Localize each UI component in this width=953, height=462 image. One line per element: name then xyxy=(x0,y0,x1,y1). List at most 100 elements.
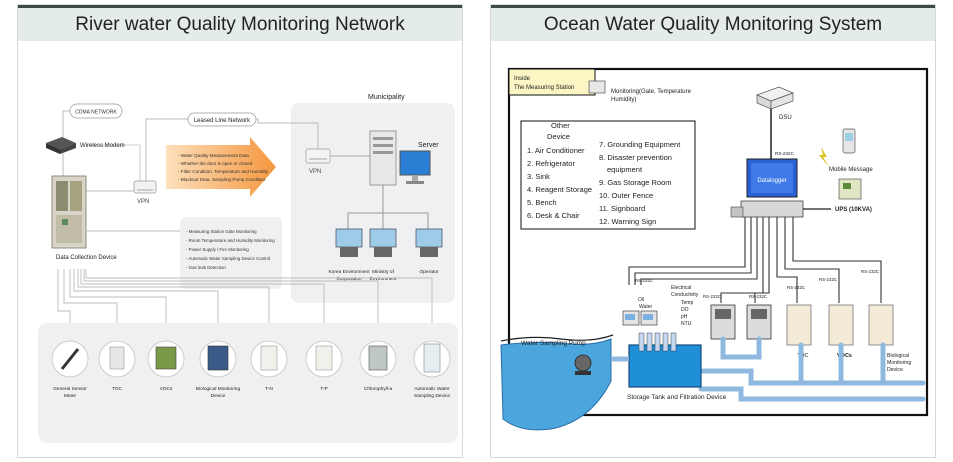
monitoring-camera-icon xyxy=(588,80,606,94)
ocean-diagram: Inside The Measuring Station Monitoring(… xyxy=(500,67,929,431)
sensor-area xyxy=(38,323,458,443)
inside-station-tag xyxy=(508,68,596,96)
other-device-label: Other xyxy=(551,121,570,130)
sensor-label: Device xyxy=(211,393,226,399)
storage-tank xyxy=(628,344,702,388)
status-item: - Power Supply / Fire Monitoring xyxy=(186,247,249,252)
arrow-item: - Filter Condition, Temperature and Humi… xyxy=(178,169,269,174)
ups-icon xyxy=(838,178,862,200)
leased-line-label: Leased Line Network xyxy=(194,118,251,124)
arrow-item: - Water Quality Measurement Data xyxy=(178,153,249,158)
vpn-left-label: VPN xyxy=(137,199,149,205)
wireless-modem-icon xyxy=(46,137,76,154)
sampling-pump-icon xyxy=(574,354,592,375)
client-label: Korea Environment xyxy=(328,269,370,275)
vpn-right-label: VPN xyxy=(309,169,321,175)
cdma-network-bubble xyxy=(69,103,123,119)
rs232c-label: RS-232C xyxy=(703,294,721,299)
toc-cabinet-icon xyxy=(786,304,812,346)
status-box xyxy=(180,217,282,289)
vocs-analyzer-icon xyxy=(147,340,185,378)
rs232c-label: RS-232C xyxy=(787,285,805,290)
water-analyzer-icon xyxy=(640,310,658,326)
tn-analyzer-icon xyxy=(250,340,288,378)
device-item: 6. Desk & Chair xyxy=(527,211,580,220)
client-workstation-icon xyxy=(415,228,443,257)
rs232c-label: RS-232C xyxy=(775,151,795,156)
client-label: Ministry of xyxy=(372,269,395,275)
sensor-label: Biological Monitoring xyxy=(196,386,241,392)
device-item: 2. Refrigerator xyxy=(527,159,575,168)
device-item: 4. Reagent Storage xyxy=(527,185,592,194)
data-collection-label: Data Collection Device xyxy=(56,255,117,261)
ec-label: Electrical xyxy=(671,285,691,291)
vocs-label: VOCs xyxy=(837,353,852,359)
datalogger-label: Datalogger xyxy=(757,178,786,184)
storage-label: Storage Tank and Filtration Device xyxy=(627,394,727,401)
river-diagram: Municipality CDMA NETWORK Wireless Modem… xyxy=(38,94,458,443)
monitoring-label: Monitoring(Gate, Temperature xyxy=(611,89,692,95)
rs232c-label: RS-232C xyxy=(749,294,767,299)
device-item: equipment xyxy=(607,165,643,174)
ec-label: Conductivity xyxy=(671,292,699,298)
filter-columns-icon xyxy=(638,332,677,352)
chlorophyll-analyzer-icon xyxy=(359,340,397,378)
general-sensor-icon xyxy=(51,340,89,378)
client-workstation-icon xyxy=(369,228,397,257)
bio-monitor-cabinet-icon xyxy=(868,304,894,346)
river-panel: River water Quality Monitoring Network M… xyxy=(17,4,463,458)
ups-label: UPS (10KVA) xyxy=(835,207,872,213)
data-flow-arrow xyxy=(166,137,276,197)
dsu-icon xyxy=(756,86,794,110)
municipality-label: Municipality xyxy=(368,94,405,101)
sea-water-body xyxy=(500,338,612,431)
device-item: 11. Signboard xyxy=(599,204,645,213)
client-label: Environment xyxy=(370,276,398,282)
device-item: 10. Outer Fence xyxy=(599,191,653,200)
status-item: - Room Temperature and Humidity Monitori… xyxy=(186,238,275,243)
ph-label: pH xyxy=(681,314,688,320)
device-item: 5. Bench xyxy=(527,198,557,207)
device-item: 1. Air Conditioner xyxy=(527,146,585,155)
river-panel-title: River water Quality Monitoring Network xyxy=(18,5,462,41)
sensor-label: Sampling Device xyxy=(414,393,450,399)
monitoring-label: Humidity) xyxy=(611,97,636,103)
analyzer-cabinet-icon xyxy=(746,304,772,340)
oil-label: Oil xyxy=(638,297,644,303)
bio-label: Monitoring xyxy=(887,360,911,366)
vpn-right-icon xyxy=(305,148,331,164)
lightning-icon xyxy=(819,147,829,167)
sensor-label: T-N xyxy=(265,386,273,392)
ocean-panel: Ocean Water Quality Monitoring System In… xyxy=(490,4,936,458)
client-label: Operator xyxy=(420,269,439,275)
sensor-label: Meter xyxy=(64,393,77,399)
bio-label: Device xyxy=(887,367,903,373)
sensor-label: Chlorophyll-a xyxy=(364,386,393,392)
mobile-message-label: Mobile Message xyxy=(829,167,873,173)
status-item: - Measuring Station Gate Monitoring xyxy=(186,229,257,234)
water-label: Water xyxy=(639,304,652,310)
sensor-label: VOCs xyxy=(160,386,173,392)
wireless-modem-label: Wireless Modem xyxy=(80,143,125,149)
oil-analyzer-icon xyxy=(622,310,640,326)
server-icon xyxy=(369,130,431,186)
client-workstation-icon xyxy=(335,228,363,257)
other-device-box xyxy=(520,120,696,230)
mobile-phone-icon xyxy=(842,128,856,154)
ocean-panel-title: Ocean Water Quality Monitoring System xyxy=(491,5,935,41)
biological-monitor-icon xyxy=(199,340,237,378)
ntu-label: NTU xyxy=(681,321,692,327)
datalogger-icon xyxy=(730,158,804,218)
data-collection-cabinet-icon xyxy=(51,175,87,249)
analyzer-cabinet-icon xyxy=(710,304,736,340)
status-item: - Automatic Water Sampling Device Contro… xyxy=(186,256,270,261)
inside-label: The Measuring Station xyxy=(514,85,574,91)
sensor-label: TOC xyxy=(112,386,123,392)
device-item: 3. Sink xyxy=(527,172,550,181)
device-item: 9. Gas Storage Room xyxy=(599,178,672,187)
server-label: Server xyxy=(418,142,439,149)
rs232c-label: RS-232C xyxy=(635,278,653,283)
inside-label: Inside xyxy=(514,76,531,82)
device-item: 12. Warning Sign xyxy=(599,217,656,226)
other-device-label: Device xyxy=(547,132,570,141)
